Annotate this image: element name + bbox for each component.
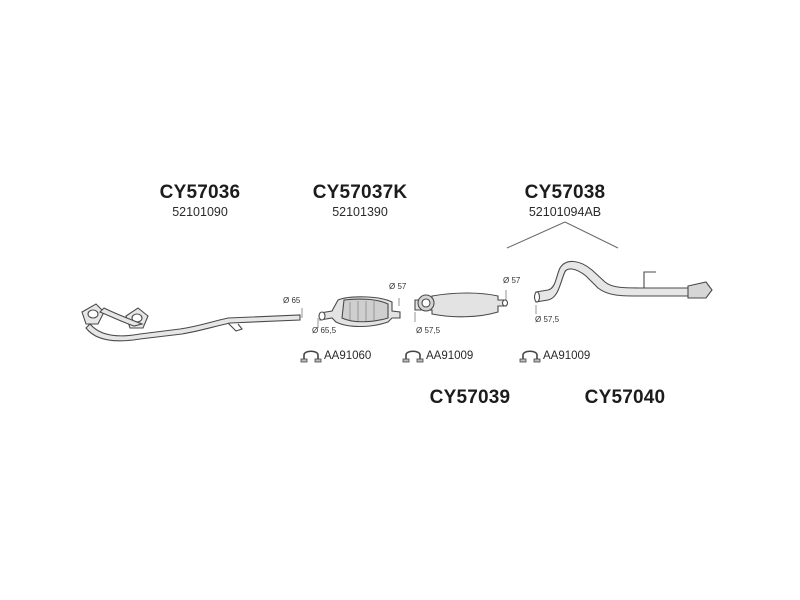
clamp-code: AA91009 xyxy=(543,350,591,362)
part-code-middle-muffler: CY57039 xyxy=(429,387,511,408)
part-code-tail-pipe: CY57040 xyxy=(584,387,666,408)
clamp-3: AA91009 xyxy=(519,348,590,364)
clamp-code: AA91009 xyxy=(426,350,474,362)
part-code-front-pipe: CY57036 xyxy=(159,182,241,203)
clamp-icon xyxy=(402,350,424,363)
dimension-leaders xyxy=(301,290,537,328)
oem-number-exhaust-assembly: 52101094AB xyxy=(528,205,602,219)
dimension-catalyst-outlet: Ø 57 xyxy=(389,282,407,291)
clamp-icon xyxy=(300,350,322,363)
dimension-tail-inlet: Ø 57,5 xyxy=(535,315,560,324)
dimension-muffler-outlet: Ø 57 xyxy=(503,276,521,285)
front-pipe xyxy=(81,303,301,342)
catalytic-converter xyxy=(318,296,401,328)
clamp-code: AA91060 xyxy=(324,350,372,362)
dimension-catalyst-inlet: Ø 65,5 xyxy=(312,326,337,335)
clamp-1: AA91060 xyxy=(300,348,371,364)
dimension-muffler-inlet: Ø 57,5 xyxy=(416,326,441,335)
assembly-bracket xyxy=(506,221,619,249)
part-code-exhaust-assembly: CY57038 xyxy=(524,182,606,203)
clamp-2: AA91009 xyxy=(402,348,473,364)
dimension-front-pipe-outlet: Ø 65 xyxy=(283,296,301,305)
middle-muffler xyxy=(414,292,509,318)
oem-number-catalyst: 52101390 xyxy=(332,205,388,219)
tail-pipe xyxy=(533,260,713,303)
part-code-catalyst: CY57037K xyxy=(312,182,408,203)
oem-number-front-pipe: 52101090 xyxy=(172,205,228,219)
clamp-icon xyxy=(519,350,541,363)
